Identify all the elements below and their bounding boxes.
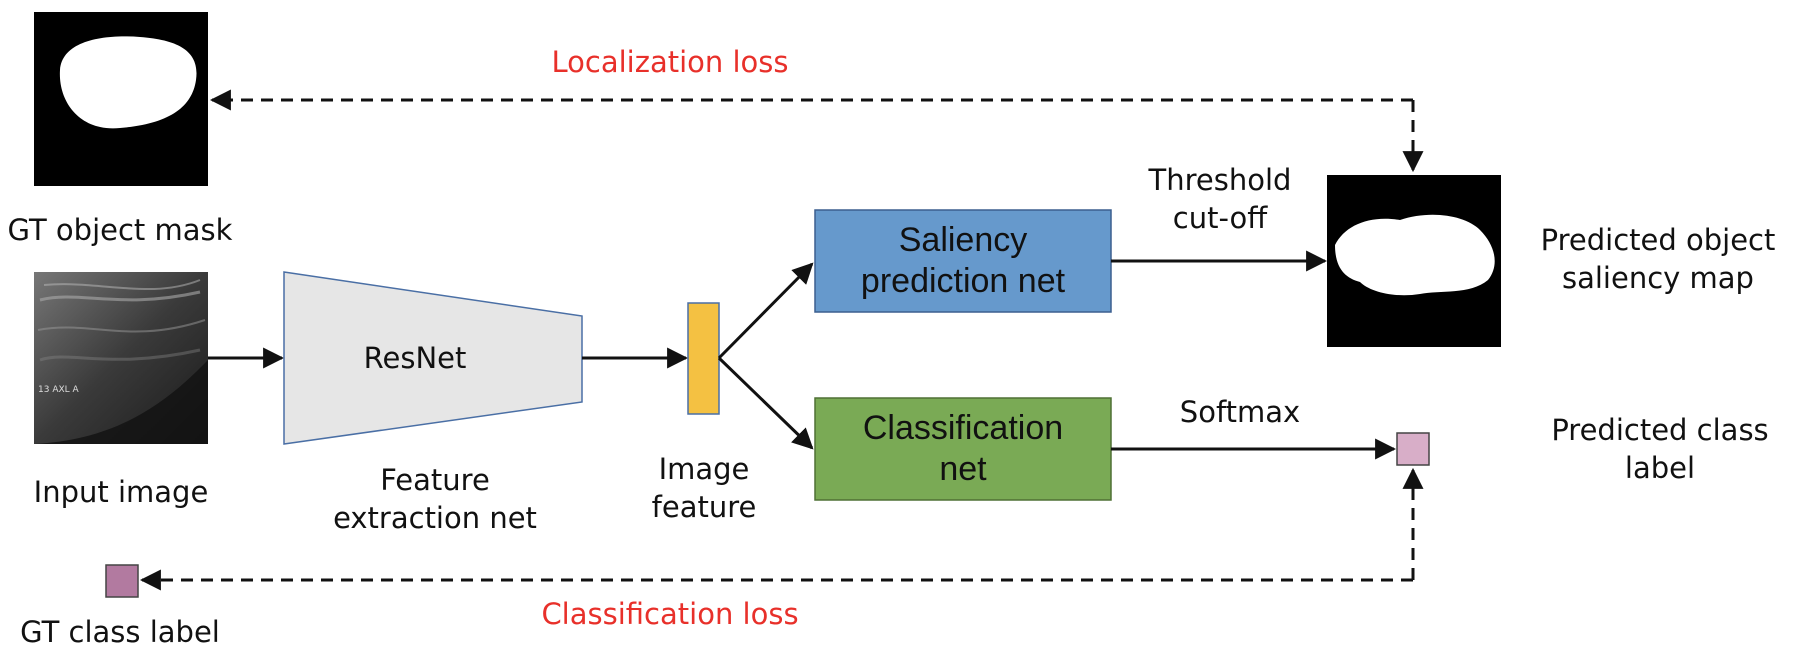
saliency-prediction-net-box [814,209,1112,313]
softmax-label: Softmax [1179,395,1301,429]
gt-class-square [105,564,139,598]
image-feature-bar [687,302,720,415]
localization-loss-label: Localization loss [551,45,789,79]
input-image-caption: Input image [33,475,209,509]
feature-extraction-net-caption: Feature extraction net [333,463,537,535]
predicted-saliency-map-caption: Predicted object saliency map [1540,223,1776,295]
predicted-saliency-map-image [1327,175,1501,347]
classification-net-box [814,397,1112,501]
gt-object-mask-image [34,12,208,186]
arrow-feature-to-saliency [717,262,814,360]
ultrasound-overlay-text: 13 AXL A [38,385,80,395]
gt-class-label-caption: GT class label [20,615,220,649]
predicted-class-label-caption: Predicted class label [1551,413,1769,485]
threshold-cutoff-label: Threshold cut-off [1148,163,1292,235]
gt-object-mask-caption: GT object mask [7,213,233,247]
saliency-prediction-net-label: Saliency prediction net [860,221,1066,300]
classification-net-label: Classification net [862,409,1064,488]
image-feature-caption: Image feature [651,452,757,524]
resnet-label: ResNet [363,341,467,375]
feature-extraction-net-shape [283,271,583,445]
classification-loss-label: Classification loss [541,597,799,631]
input-image: 13 AXL A [34,272,208,444]
arrow-feature-to-classification [717,356,814,450]
predicted-class-square [1396,432,1430,466]
